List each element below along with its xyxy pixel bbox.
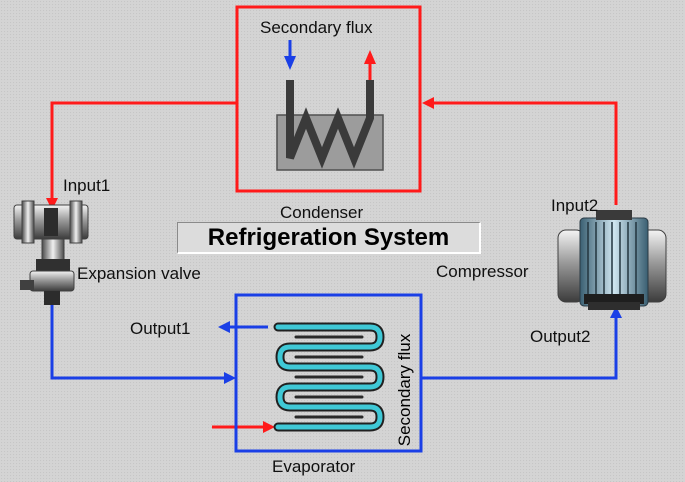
label-input1: Input1 bbox=[63, 176, 111, 195]
arrow-to-condenser bbox=[422, 97, 434, 109]
compressor-icon bbox=[557, 210, 667, 310]
page-title: Refrigeration System bbox=[207, 224, 450, 251]
label-secondary-flux-condenser: Secondary flux bbox=[260, 18, 373, 37]
evaporator-coil bbox=[273, 322, 385, 432]
label-expansion-valve: Expansion valve bbox=[77, 264, 201, 283]
label-output1: Output1 bbox=[130, 319, 191, 338]
arrow-up-icon bbox=[364, 50, 376, 64]
arrow-output1 bbox=[218, 321, 230, 333]
label-evaporator: Evaporator bbox=[272, 457, 356, 476]
title-panel: Refrigeration System bbox=[177, 222, 481, 254]
condenser-vessel bbox=[276, 80, 384, 171]
hot-piping bbox=[50, 101, 618, 429]
label-compressor: Compressor bbox=[436, 262, 529, 281]
expansion-valve-icon bbox=[13, 200, 89, 305]
condenser-box bbox=[235, 5, 422, 193]
label-condenser: Condenser bbox=[280, 203, 364, 222]
arrow-into-evaporator-red bbox=[263, 421, 275, 433]
label-output2: Output2 bbox=[530, 327, 591, 346]
arrow-to-expansion-valve bbox=[46, 198, 58, 210]
arrow-down-icon bbox=[284, 56, 296, 70]
arrow-into-evaporator bbox=[224, 372, 236, 384]
arrow-to-compressor bbox=[610, 306, 622, 318]
label-secondary-flux-evaporator: Secondary flux bbox=[395, 333, 414, 447]
evaporator-box bbox=[234, 293, 423, 453]
label-input2: Input2 bbox=[551, 196, 599, 215]
